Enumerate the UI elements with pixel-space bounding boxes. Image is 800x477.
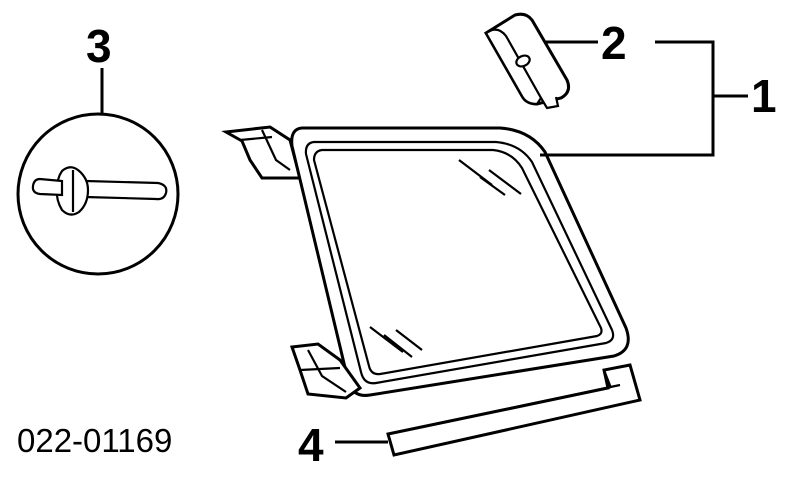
weatherstrip-edge [387,383,621,436]
callout-2: 2 [601,17,627,69]
clip-foot [540,96,560,110]
glass-pane [312,148,603,376]
weatherstrip-notch [602,369,613,389]
glare-mark [395,329,423,351]
upper-bracket-fold [261,129,291,171]
glare-mark [488,169,522,195]
part-2-clip [483,12,570,110]
part-4-weatherstrip [386,363,642,457]
lower-bracket-edge [299,366,341,372]
glare-mark [479,176,506,196]
part-3-rivet-detail [16,112,180,276]
leader-1 [540,40,715,157]
lower-bracket-fold [307,349,347,393]
part-code: 022-01169 [17,422,172,459]
callout-4: 4 [298,419,324,471]
rivet-stem [31,177,64,197]
glare-mark [383,334,413,358]
lower-bracket [289,342,363,400]
glare-mark [369,326,404,353]
upper-bracket-edge [239,135,273,142]
rivet-shank [84,179,168,201]
callout-3: 3 [86,20,112,72]
clip-hole [515,54,531,68]
part-1-quarter-glass [221,125,630,400]
callout-1: 1 [751,70,777,122]
